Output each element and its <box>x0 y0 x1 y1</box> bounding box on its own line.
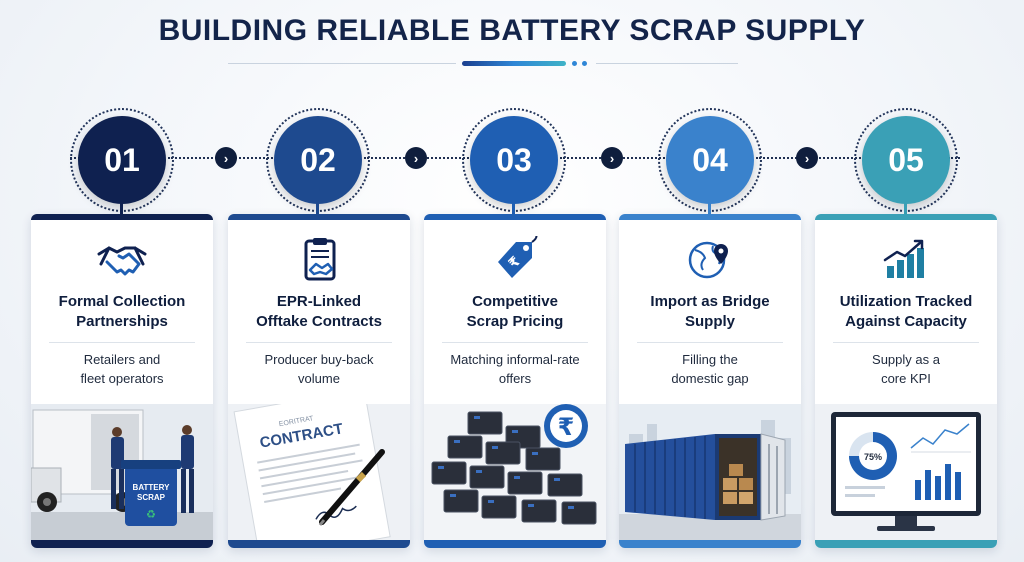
clipboard-handshake-icon <box>304 238 336 281</box>
title-rule-right <box>596 63 738 64</box>
dashboard-monitor-image: 75% <box>815 404 997 540</box>
title-accent-dot <box>572 61 577 66</box>
step-5-title: Utilization Tracked Against Capacity <box>821 292 991 332</box>
step-2-description: Producer buy-back volume <box>236 350 402 388</box>
card-accent-bottom <box>619 540 801 548</box>
card-divider <box>442 342 588 343</box>
globe-pin-icon <box>688 241 728 279</box>
connector-line <box>364 157 508 159</box>
title-accent-bar <box>462 61 566 66</box>
step-4-stem <box>708 202 711 216</box>
chevron-right-icon: › <box>215 147 237 169</box>
step-4-desc-line-1: Filling the <box>682 352 738 367</box>
card-divider <box>49 342 195 343</box>
step-5-stem <box>904 202 907 216</box>
step-3-number: 03 <box>470 116 558 204</box>
card-accent-bottom <box>424 540 606 548</box>
step-5-card: Utilization Tracked Against Capacity Sup… <box>815 214 997 548</box>
step-4-number: 04 <box>666 116 754 204</box>
step-3-card: ₹ Competitive Scrap Pricing Matching inf… <box>424 214 606 548</box>
step-3-title-line-1: Competitive <box>472 293 558 310</box>
step-2-number: 02 <box>274 116 362 204</box>
step-3-title: Competitive Scrap Pricing <box>430 292 600 332</box>
step-5-desc-line-1: Supply as a <box>872 352 940 367</box>
connector-line <box>560 157 704 159</box>
step-2-title: EPR-Linked Offtake Contracts <box>234 292 404 332</box>
step-4-title: Import as Bridge Supply <box>625 292 795 332</box>
step-1-desc-line-1: Retailers and <box>83 352 161 367</box>
step-4-card: Import as Bridge Supply Filling the dome… <box>619 214 801 548</box>
step-2-desc-line-1: Producer buy-back <box>264 352 374 367</box>
svg-text:♻: ♻ <box>146 508 156 521</box>
card-accent-bottom <box>228 540 410 548</box>
card-accent-top <box>228 214 410 220</box>
title-accent-dot <box>582 61 587 66</box>
step-3-desc-line-2: offers <box>498 371 532 386</box>
title-rule-left <box>228 63 456 64</box>
step-2-card: EPR-Linked Offtake Contracts Producer bu… <box>228 214 410 548</box>
step-1-title-line-1: Formal Collection <box>58 293 186 310</box>
rupee-price-tag-icon: ₹ <box>498 236 538 278</box>
step-2-title-line-1: EPR-Linked <box>276 293 362 310</box>
step-4-title-line-2: Supply <box>684 313 735 330</box>
step-1-description: Retailers and fleet operators <box>39 350 205 388</box>
contract-document-image: EORITRAT CONTRACT <box>228 404 410 540</box>
step-3-stem <box>512 202 515 216</box>
card-accent-top <box>815 214 997 220</box>
step-1-card: Formal Collection Partnerships Retailers… <box>31 214 213 548</box>
connector-line <box>168 157 312 159</box>
step-5-number: 05 <box>862 116 950 204</box>
card-accent-bottom <box>31 540 213 548</box>
rupee-badge-text: ₹ <box>558 413 575 441</box>
step-1-title: Formal Collection Partnerships <box>37 292 207 332</box>
step-3-desc-line-1: Matching informal-rate <box>450 352 580 367</box>
handshake-icon <box>97 246 147 276</box>
step-2-desc-line-2: volume <box>298 371 340 386</box>
bin-label-line-1: BATTERY <box>133 483 171 492</box>
step-4-description: Filling the domestic gap <box>627 350 793 388</box>
shipping-container-image <box>619 404 801 540</box>
card-accent-top <box>619 214 801 220</box>
chevron-right-icon: › <box>796 147 818 169</box>
step-5-description: Supply as a core KPI <box>823 350 989 388</box>
step-3-title-line-2: Scrap Pricing <box>466 313 564 330</box>
chevron-right-icon: › <box>405 147 427 169</box>
step-5-desc-line-2: core KPI <box>881 371 931 386</box>
page-title: BUILDING RELIABLE BATTERY SCRAP SUPPLY <box>158 14 866 47</box>
card-divider <box>637 342 783 343</box>
step-2-title-line-2: Offtake Contracts <box>256 313 382 330</box>
step-5-title-line-1: Utilization Tracked <box>839 293 973 310</box>
step-3-description: Matching informal-rate offers <box>432 350 598 388</box>
truck-workers-image: BATTERY SCRAP ♻ <box>31 404 213 540</box>
card-accent-top <box>31 214 213 220</box>
step-1-number: 01 <box>78 116 166 204</box>
battery-stack-image: ₹ <box>424 404 606 540</box>
step-4-desc-line-2: domestic gap <box>671 371 749 386</box>
card-accent-bottom <box>815 540 997 548</box>
step-2-stem <box>316 202 319 216</box>
step-1-title-line-2: Partnerships <box>76 313 168 330</box>
step-5-title-line-2: Against Capacity <box>845 313 967 330</box>
card-divider <box>246 342 392 343</box>
step-1-stem <box>120 202 123 216</box>
connector-line <box>756 157 900 159</box>
bin-label-line-2: SCRAP <box>137 493 166 502</box>
bar-chart-arrow-icon <box>883 239 924 278</box>
step-1-desc-line-2: fleet operators <box>80 371 164 386</box>
gauge-percent-text: 75% <box>864 452 882 462</box>
card-divider <box>833 342 979 343</box>
card-accent-top <box>424 214 606 220</box>
step-4-title-line-1: Import as Bridge <box>650 293 770 310</box>
chevron-right-icon: › <box>601 147 623 169</box>
